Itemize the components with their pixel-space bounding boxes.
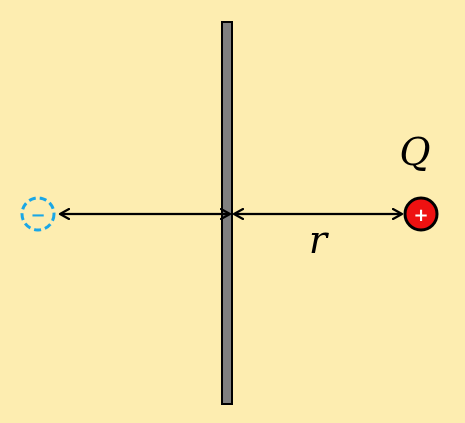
real-charge-circle — [403, 196, 439, 232]
real-charge-sign: + — [413, 205, 428, 226]
charge-label: Q — [399, 130, 430, 174]
image-charge-sign: − — [30, 205, 45, 226]
real-charge: + — [403, 196, 439, 232]
image-charge-circle — [20, 196, 56, 232]
distance-label: r — [309, 218, 330, 262]
image-charge: − — [20, 196, 56, 232]
